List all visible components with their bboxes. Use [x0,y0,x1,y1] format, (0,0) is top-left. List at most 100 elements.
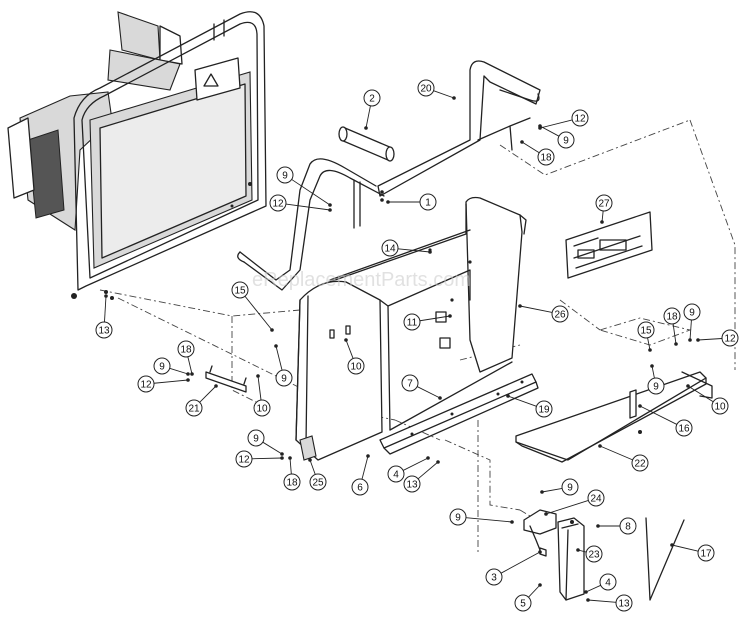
callout-target-dot [598,444,602,448]
callout-target-dot [670,543,674,547]
callout-bubble [247,429,265,447]
callout-number: 17 [700,549,712,560]
callout-leader [309,459,316,475]
callout-leader [251,457,283,460]
callout-target-dot [364,126,368,130]
callout-target-dot [190,372,194,376]
callout-18: 18 [520,140,555,166]
callout-bubble [347,357,365,375]
callout-target-dot [600,220,604,224]
callout-number: 5 [520,599,526,610]
callout-leader [275,345,283,371]
callout-number: 19 [538,405,550,416]
callout-leader [521,141,540,154]
callout-bubble [599,573,617,591]
callout-leader [365,105,371,129]
callout-22: 22 [598,444,649,472]
callout-leader [507,395,537,407]
callout-leader [500,551,541,574]
callout-leader [169,367,189,375]
callout-bubble [535,400,553,418]
callout-number: 21 [188,404,200,415]
callout-15: 15 [637,321,655,352]
callout-bubble [351,478,369,496]
callout-leader [416,386,441,399]
callout-target-dot [586,598,590,602]
callout-bubble [663,307,681,325]
callout-10: 10 [344,338,365,375]
callout-9: 9 [153,357,190,376]
watermark: eReplacementParts.com [252,269,471,291]
callout-9: 9 [647,364,665,395]
callout-leader [519,305,553,313]
callout-number: 27 [598,199,610,210]
callout-4: 4 [584,573,617,594]
latch-post-assembly [523,509,585,601]
callout-leader [402,457,429,471]
callout-leader [289,457,292,475]
callout-18: 18 [283,456,301,491]
callout-number: 4 [393,470,399,481]
callout-14: 14 [381,239,432,257]
callout-target-dot [256,374,260,378]
callout-target-dot [436,460,440,464]
callout-target-dot [386,200,390,204]
callout-13: 13 [403,460,440,493]
callout-leader [541,487,563,493]
callout-leader [199,385,217,403]
callout-leader [285,203,331,211]
callout-leader [545,500,589,515]
callout-target-dot [104,294,108,298]
callout-13: 13 [95,294,113,339]
callout-target-dot [510,520,514,524]
decal-27 [565,211,653,279]
callout-number: 7 [407,379,413,390]
callout-leader [539,119,573,129]
bracket-25 [299,435,317,461]
callout-17: 17 [670,543,715,562]
callout-bubble [95,321,113,339]
callout-number: 13 [618,599,630,610]
callout-bubble [631,454,649,472]
callout-target-dot [686,384,690,388]
callout-leader [153,379,189,384]
callout-bubble [363,89,381,107]
callout-12: 12 [269,194,332,212]
callout-leader [433,90,455,99]
callout-target-dot [328,203,332,207]
callout-target-dot [674,342,678,346]
callout-23: 23 [576,545,603,563]
callout-target-dot [696,338,700,342]
callout-number: 18 [666,312,678,323]
callout-target-dot [288,456,292,460]
bracket-21 [205,365,247,393]
callout-bubble [253,399,271,417]
callout-target-dot [506,394,510,398]
callout-leader [672,323,677,345]
callout-number: 9 [159,362,165,373]
callout-number: 18 [180,345,192,356]
callout-number: 10 [350,362,362,373]
callout-target-dot [448,314,452,318]
callout-10: 10 [686,384,729,415]
callout-number: 15 [234,286,246,297]
callout-bubble [419,193,437,211]
callout-bubble [231,281,249,299]
callout-leader [104,295,107,323]
callout-number: 18 [286,478,298,489]
callout-target-dot [538,583,542,587]
callout-bubble [381,239,399,257]
callout-number: 9 [281,374,287,385]
callout-number: 24 [590,494,602,505]
callout-number: 9 [567,483,573,494]
callout-number: 10 [714,402,726,413]
callout-target-dot [280,452,284,456]
callout-bubble [283,473,301,491]
callout-number: 22 [634,459,646,470]
callout-bubble [235,450,253,468]
callout-leader [587,599,617,603]
callout-number: 4 [605,578,611,589]
callout-bubble [514,594,532,612]
callout-bubble [619,517,637,535]
